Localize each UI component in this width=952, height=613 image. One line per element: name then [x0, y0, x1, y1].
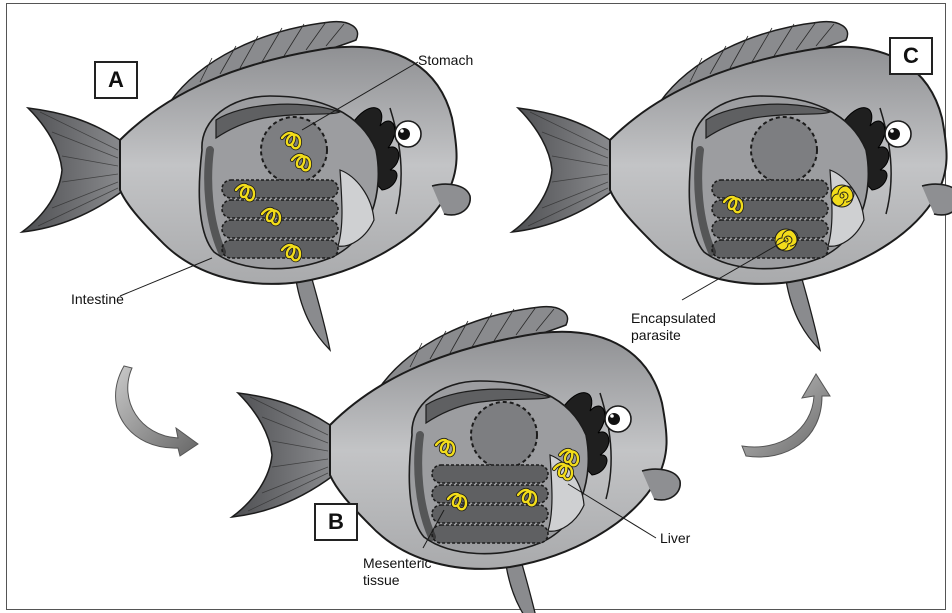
label-liver: Liver — [660, 530, 690, 547]
label-encapsulated-line1: Encapsulated — [631, 310, 716, 327]
label-encapsulated-line2: parasite — [631, 327, 716, 344]
fish-c — [512, 22, 952, 350]
label-stomach: Stomach — [418, 52, 473, 69]
fish-b — [232, 307, 680, 613]
label-mesenteric: Mesenteric tissue — [363, 555, 431, 589]
panel-label-c: C — [889, 37, 933, 75]
panel-label-a: A — [94, 61, 138, 99]
panel-label-b: B — [314, 503, 358, 541]
arrow-b-to-c — [742, 374, 830, 457]
arrow-a-to-b — [116, 366, 198, 456]
label-mesenteric-line2: tissue — [363, 572, 431, 589]
label-encapsulated-parasite: Encapsulated parasite — [631, 310, 716, 344]
label-intestine: Intestine — [71, 291, 124, 308]
label-mesenteric-line1: Mesenteric — [363, 555, 431, 572]
